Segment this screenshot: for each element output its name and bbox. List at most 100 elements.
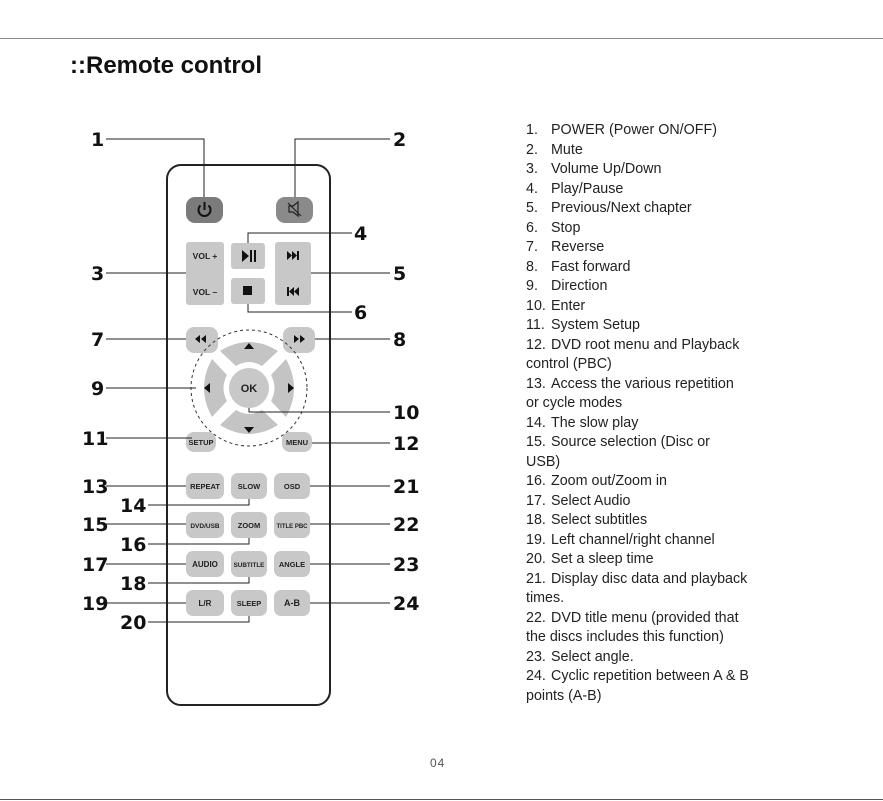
legend-number: 8. [526,258,538,275]
play-pause-button[interactable] [231,243,265,269]
legend-item: 18. Select subtitles [526,511,786,531]
legend-item: 6.Stop [526,219,786,239]
angle-button[interactable]: ANGLE [274,551,310,577]
legend-number: 18. [526,512,546,528]
slow-button[interactable]: SLOW [231,473,267,499]
repeat-button[interactable]: REPEAT [186,473,224,499]
bottom-rule [0,799,883,800]
angle-label: ANGLE [279,560,305,569]
osd-button[interactable]: OSD [274,473,310,499]
ab-button[interactable]: A-B [274,590,310,616]
stop-icon [243,286,252,295]
legend-text-continued: or cycle modes [526,395,623,411]
audio-button[interactable]: AUDIO [186,551,224,577]
zoom-button[interactable]: ZOOM [231,512,267,538]
lr-label: L/R [199,599,212,608]
dvd-usb-button[interactable]: DVD/USB [186,512,224,538]
ok-label: OK [241,383,258,395]
vol-plus-label: VOL + [193,251,218,261]
repeat-label: REPEAT [190,482,220,491]
legend-number: 6. [526,219,538,236]
menu-label: MENU [286,438,308,447]
callout-23: 23 [393,554,419,576]
legend-number: 24. [526,668,546,684]
legend-item: 4. Play/Pause [526,180,786,200]
legend-text: Mute [551,141,583,158]
chapter-rocker[interactable] [275,242,311,305]
callout-7: 7 [91,329,104,351]
legend-item: 7.Reverse [526,238,786,258]
sleep-button[interactable]: SLEEP [231,590,267,616]
direction-pad[interactable] [190,329,308,447]
legend-text: Reverse [551,239,605,255]
vol-minus-label: VOL – [193,287,218,297]
mute-icon [287,200,302,218]
legend-number: 16. [526,473,546,489]
legend-number: 5. [526,200,538,216]
callout-21: 21 [393,476,419,498]
legend-number: 11. [526,317,545,333]
legend-text: Previous/Next chapter [551,200,692,216]
legend-text: DVD title menu (provided that [551,609,739,626]
legend-item: 17.Select Audio [526,492,786,512]
audio-label: AUDIO [192,560,218,569]
legend-number: 17. [526,492,546,509]
legend-number: 4. [526,180,538,197]
legend-text: Direction [551,278,608,294]
mute-button[interactable] [276,197,313,223]
previous-chapter-icon [287,287,299,296]
callout-24: 24 [393,593,419,615]
arrow-up-icon [244,343,254,349]
legend-number: 10. [526,297,546,314]
page-title: ::Remote control [70,52,262,79]
arrow-down-icon [244,427,254,433]
callout-19: 19 [82,593,108,615]
title-pbc-button[interactable]: TITLE PBC [274,512,310,538]
legend-item: 8.Fast forward [526,258,786,278]
legend-number: 21. [526,570,546,587]
callout-17: 17 [82,554,108,576]
legend-number: 14. [526,414,546,431]
legend-text: Zoom out/Zoom in [551,473,668,489]
callout-11: 11 [82,428,108,450]
callout-20: 20 [120,612,146,634]
legend-text: Select subtitles [551,512,648,528]
legend-text: Play/Pause [551,180,624,197]
ok-button[interactable]: OK [229,368,269,408]
legend-item: 14.The slow play [526,414,786,434]
subtitle-button[interactable]: SUBTITLE [231,551,267,577]
callout-18: 18 [120,573,146,595]
title-pbc-label: TITLE PBC [277,524,309,530]
legend-number: 1. [526,122,538,138]
stop-button[interactable] [231,278,265,304]
rewind-button[interactable] [186,327,218,353]
legend-number: 20. [526,551,546,567]
fast-forward-button[interactable] [283,327,315,353]
menu-button[interactable]: MENU [282,432,312,452]
legend-text-continued: the discs includes this function) [526,629,724,645]
legend-text: Display disc data and playback [551,570,748,587]
callout-3: 3 [91,263,104,285]
lr-button[interactable]: L/R [186,590,224,616]
power-button[interactable] [186,197,223,223]
setup-button[interactable]: SETUP [186,432,216,452]
volume-rocker[interactable]: VOL + VOL – [186,242,224,305]
arrow-left-icon [204,383,210,393]
legend-text-continued: points (A-B) [526,687,602,704]
callout-8: 8 [393,329,406,351]
legend-item: 16. Zoom out/Zoom in [526,472,786,492]
callout-1: 1 [91,129,104,151]
legend-item: 23.Select angle. [526,648,786,668]
legend-text: Access the various repetition [551,375,734,392]
legend-item: 5. Previous/Next chapter [526,199,786,219]
play-pause-icon [242,250,256,262]
legend-number: 3. [526,161,538,177]
legend-text: POWER (Power ON/OFF) [551,122,718,138]
fast-forward-icon [294,335,305,343]
legend-text: Source selection (Disc or [551,434,710,450]
legend-text: Enter [551,297,586,314]
legend-text: System Setup [551,317,640,333]
